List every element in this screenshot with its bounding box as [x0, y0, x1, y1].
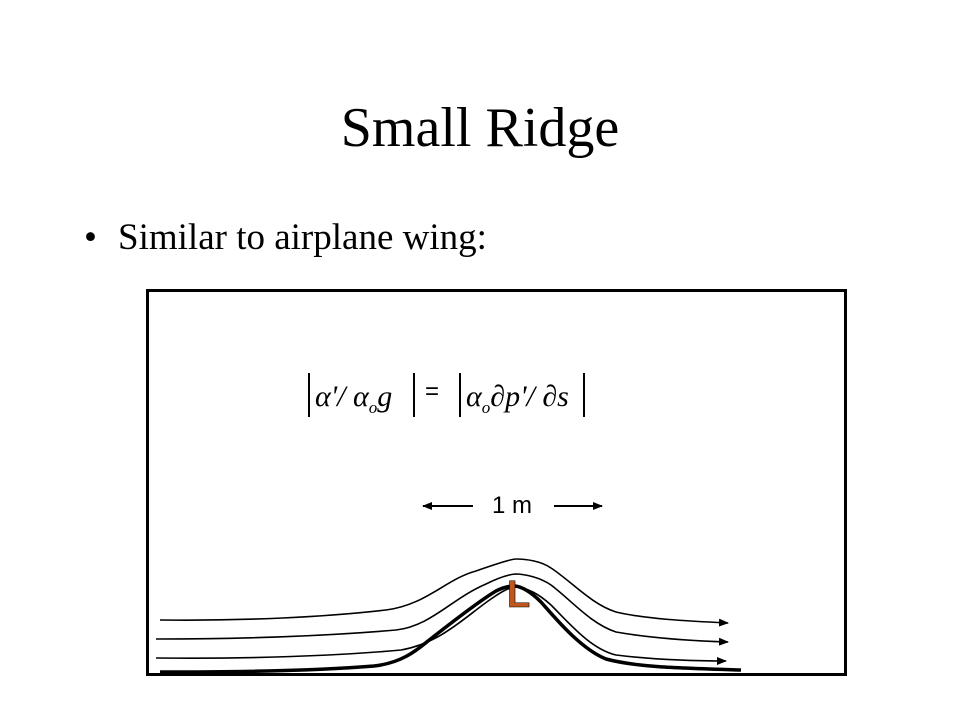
equals-sign: =: [425, 378, 439, 405]
bullet-item: • Similar to airplane wing:: [84, 214, 487, 262]
dimension-annotation: 1 m: [422, 492, 603, 519]
low-pressure-label: L: [507, 574, 530, 616]
slide-title: Small Ridge: [340, 97, 620, 159]
streamline-middle: [155, 573, 729, 646]
ridge-flow-diagram: α'/ αog = αo∂p'/ ∂s 1 m L: [155, 373, 742, 674]
equation: α'/ αog = αo∂p'/ ∂s: [308, 373, 585, 417]
streamline-upper: [159, 558, 729, 627]
equation-left-term: α'/ αog: [315, 380, 392, 417]
bullet-text: Similar to airplane wing:: [118, 217, 487, 258]
equation-right-term: αo∂p'/ ∂s: [466, 380, 569, 417]
dimension-label: 1 m: [492, 492, 532, 519]
streamline-lower: [155, 586, 727, 665]
ridge-flow-figure: α'/ αog = αo∂p'/ ∂s 1 m L: [146, 289, 847, 676]
bullet-dot: •: [84, 217, 97, 258]
ridge-terrain: [159, 584, 742, 674]
